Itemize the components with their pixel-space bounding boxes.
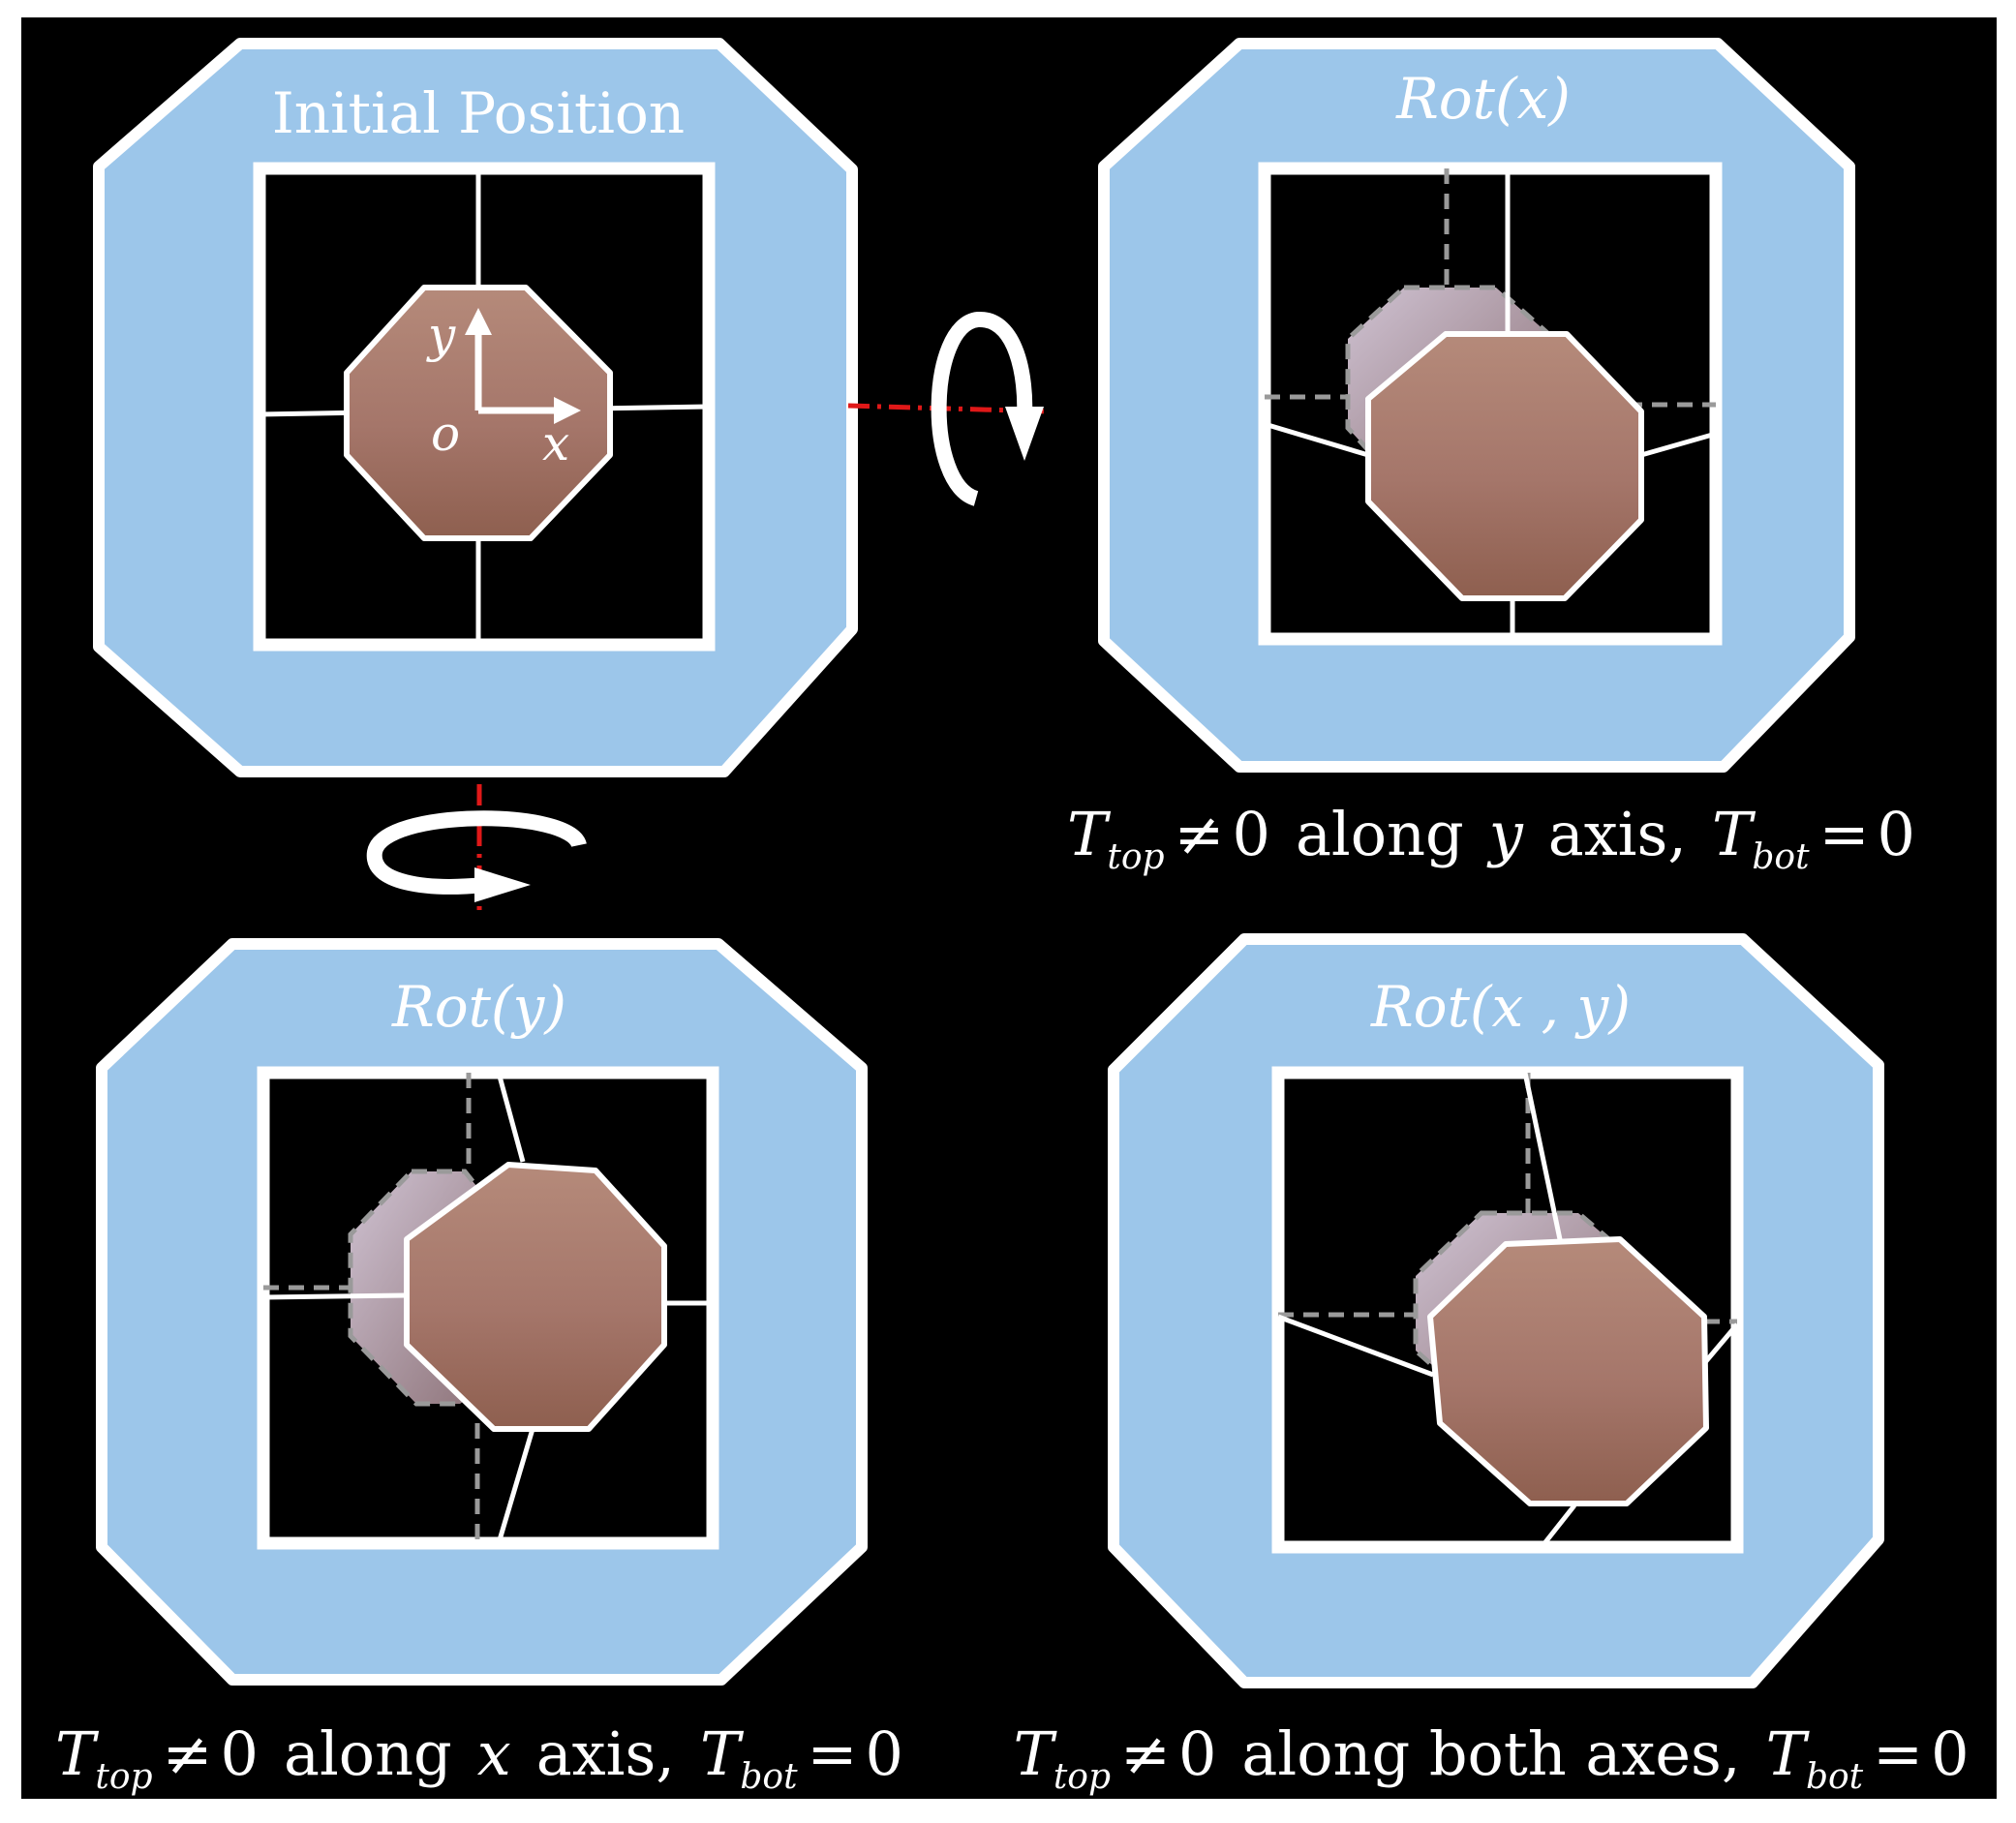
rotation-indicator-y xyxy=(366,784,587,910)
caption-subscript: bot xyxy=(740,1757,798,1797)
caption-zero: 0 xyxy=(221,1718,259,1789)
panel-rot-x: Rot(x) xyxy=(1098,38,1855,773)
circular-rotation-arrow-icon xyxy=(366,810,587,895)
panel-title: Rot(x , y) xyxy=(1370,974,1631,1040)
caption-axis-variable: y xyxy=(1486,799,1524,869)
crosshair-left xyxy=(1264,421,1369,458)
panel-title: Initial Position xyxy=(272,80,685,146)
crosshair-upper xyxy=(496,1072,526,1163)
copper-octagon xyxy=(1365,331,1644,601)
caption-eq: = xyxy=(808,1718,858,1789)
x-axis-label: x xyxy=(542,415,569,471)
rotation-arrowhead-icon xyxy=(474,867,531,902)
caption-axis-word: axis, xyxy=(1548,799,1687,869)
caption-eq: = xyxy=(1873,1718,1923,1789)
rotation-arrowhead-icon xyxy=(1005,407,1044,461)
caption-axis-variable: x xyxy=(477,1718,511,1789)
circular-rotation-arrow-icon xyxy=(931,312,1033,506)
crosshair-left xyxy=(1277,1314,1434,1378)
caption-along: along xyxy=(1296,799,1464,869)
caption-subscript: top xyxy=(95,1757,152,1797)
caption-neq: ≠ xyxy=(1175,799,1225,869)
copper-octagon xyxy=(404,1162,667,1432)
crosshair-upper xyxy=(1522,1072,1564,1245)
panel-title: Rot(y) xyxy=(391,974,566,1040)
panel-rot-xy: Rot(x , y) xyxy=(1108,933,1884,1688)
caption-zero: 0 xyxy=(866,1718,903,1789)
caption-along-both: along both axes, xyxy=(1241,1718,1740,1789)
copper-octagon xyxy=(1427,1236,1709,1506)
caption-t-symbol: T xyxy=(700,1718,745,1789)
caption-t-symbol: T xyxy=(1067,799,1112,869)
caption-zero: 0 xyxy=(1178,1718,1216,1789)
crosshair-left xyxy=(262,1292,408,1300)
crosshair-right xyxy=(1640,431,1717,458)
caption-t-symbol: T xyxy=(1712,799,1756,869)
panel-rot-y: Rot(y) xyxy=(96,938,868,1686)
caption-subscript: bot xyxy=(1806,1757,1864,1797)
caption-subscript: top xyxy=(1107,837,1164,877)
caption-t-symbol: T xyxy=(1013,1718,1057,1789)
caption-eq: = xyxy=(1819,799,1870,869)
caption-neq: ≠ xyxy=(163,1718,213,1789)
caption-t-symbol: T xyxy=(55,1718,100,1789)
caption-t-symbol: T xyxy=(1766,1718,1811,1789)
caption-along: along xyxy=(284,1718,452,1789)
caption-zero: 0 xyxy=(1233,799,1270,869)
panel-title: Rot(x) xyxy=(1395,66,1571,132)
caption-axis-word: axis, xyxy=(536,1718,675,1789)
y-axis-label: y xyxy=(426,307,456,363)
caption-subscript: bot xyxy=(1752,837,1810,877)
caption-zero: 0 xyxy=(1931,1718,1969,1789)
caption-subscript: top xyxy=(1054,1757,1111,1797)
panel-initial-position: y x o Initial Position xyxy=(93,38,858,777)
origin-label: o xyxy=(431,406,460,462)
crosshair-lower xyxy=(1540,1504,1576,1549)
rotation-indicator-x xyxy=(847,312,1049,506)
crosshair-lower xyxy=(496,1428,535,1544)
caption-zero: 0 xyxy=(1878,799,1915,869)
caption-neq: ≠ xyxy=(1120,1718,1171,1789)
